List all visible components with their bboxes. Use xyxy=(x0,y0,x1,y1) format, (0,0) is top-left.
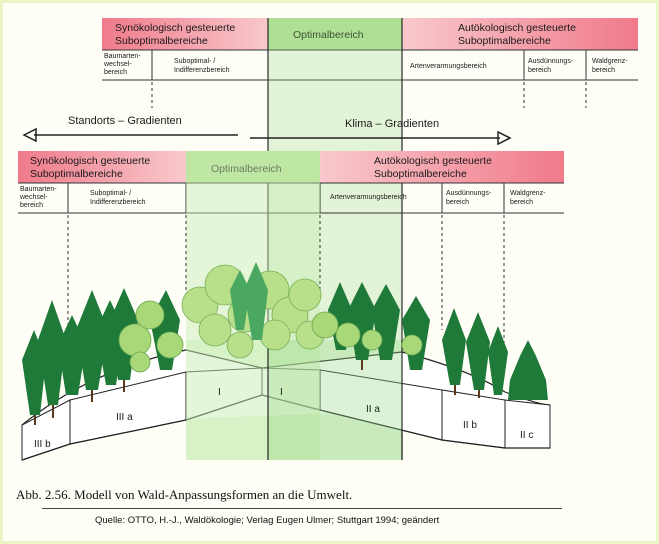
standort-gradient-label: Standorts – Gradienten xyxy=(68,115,182,127)
right-arrow-icon xyxy=(497,130,512,146)
top-header-band: Synökologisch gesteuerte Suboptimalberei… xyxy=(102,18,638,51)
top-autoek-line2: Suboptimalbereiche xyxy=(458,35,551,47)
top-synoek-line1: Synökologisch gesteuerte xyxy=(115,22,235,34)
top-waldgrenz-1: Waldgrenz- xyxy=(592,58,628,65)
mid-baumarten-1: Baumarten- xyxy=(20,186,57,193)
forest-trees xyxy=(22,262,548,425)
zone-IIIb: III b xyxy=(34,439,51,450)
mid-ausduennung-2: bereich xyxy=(446,199,469,206)
mid-autoek-line2: Suboptimalbereiche xyxy=(374,168,467,180)
zone-IIa: II a xyxy=(366,404,380,415)
top-baumarten-2: wechsel- xyxy=(103,61,132,68)
figure-source: Quelle: OTTO, H.-J., Waldökologie; Verla… xyxy=(95,515,440,526)
top-autoek-line1: Autökologisch gesteuerte xyxy=(458,22,576,34)
zone-dashed-lines xyxy=(67,215,505,360)
mid-waldgrenz-2: bereich xyxy=(510,199,533,206)
mid-synoek-line2: Suboptimalbereiche xyxy=(30,168,123,180)
caption-divider xyxy=(42,508,562,509)
top-subheader: Baumarten- wechsel- bereich Suboptimal- … xyxy=(102,50,638,108)
zone-I-left: I xyxy=(218,387,221,398)
gradient-arrows: Standorts – Gradienten Klima – Gradiente… xyxy=(22,115,512,146)
top-ausduennung-1: Ausdünnungs- xyxy=(528,58,574,65)
mid-header-band: Synökologisch gesteuerte Suboptimalberei… xyxy=(18,151,564,184)
mid-subopt-2: Indifferenzbereich xyxy=(90,199,146,206)
mid-ausduennung-1: Ausdünnungs- xyxy=(446,190,492,197)
zone-IIIa: III a xyxy=(116,412,133,423)
klima-gradient-label: Klima – Gradienten xyxy=(345,118,439,130)
mid-baumarten-2: wechsel- xyxy=(19,194,48,201)
zone-IIc: II c xyxy=(520,430,533,441)
top-optimal-label: Optimalbereich xyxy=(293,29,364,41)
mid-synoek-line1: Synökologisch gesteuerte xyxy=(30,155,150,167)
top-baumarten-1: Baumarten- xyxy=(104,53,141,60)
left-arrow-icon xyxy=(22,127,37,143)
figure-caption: Abb. 2.56. Modell von Wald-Anpassungsfor… xyxy=(16,487,353,502)
mid-subheader: Baumarten- wechsel- bereich Suboptimal- … xyxy=(18,183,564,214)
mid-artenverarmung: Artenverarmungsbereich xyxy=(330,194,407,201)
top-waldgrenz-2: bereich xyxy=(592,67,615,74)
zone-I-right: I xyxy=(280,387,283,398)
zone-IIb: II b xyxy=(463,420,477,431)
mid-optimal-label: Optimalbereich xyxy=(211,163,282,175)
top-synoek-line2: Suboptimalbereiche xyxy=(115,35,208,47)
mid-waldgrenz-1: Waldgrenz- xyxy=(510,190,546,197)
top-subopt-2: Indifferenzbereich xyxy=(174,67,230,74)
top-baumarten-3: bereich xyxy=(104,69,127,76)
mid-autoek-line1: Autökologisch gesteuerte xyxy=(374,155,492,167)
mid-subopt-1: Suboptimal- / xyxy=(90,190,131,197)
mid-baumarten-3: bereich xyxy=(20,202,43,209)
zone-labels: III b III a I I II a II b II c xyxy=(34,387,533,450)
top-artenverarmung: Artenverarmungsbereich xyxy=(410,63,487,70)
top-subopt-1: Suboptimal- / xyxy=(174,58,215,65)
top-ausduennung-2: bereich xyxy=(528,67,551,74)
